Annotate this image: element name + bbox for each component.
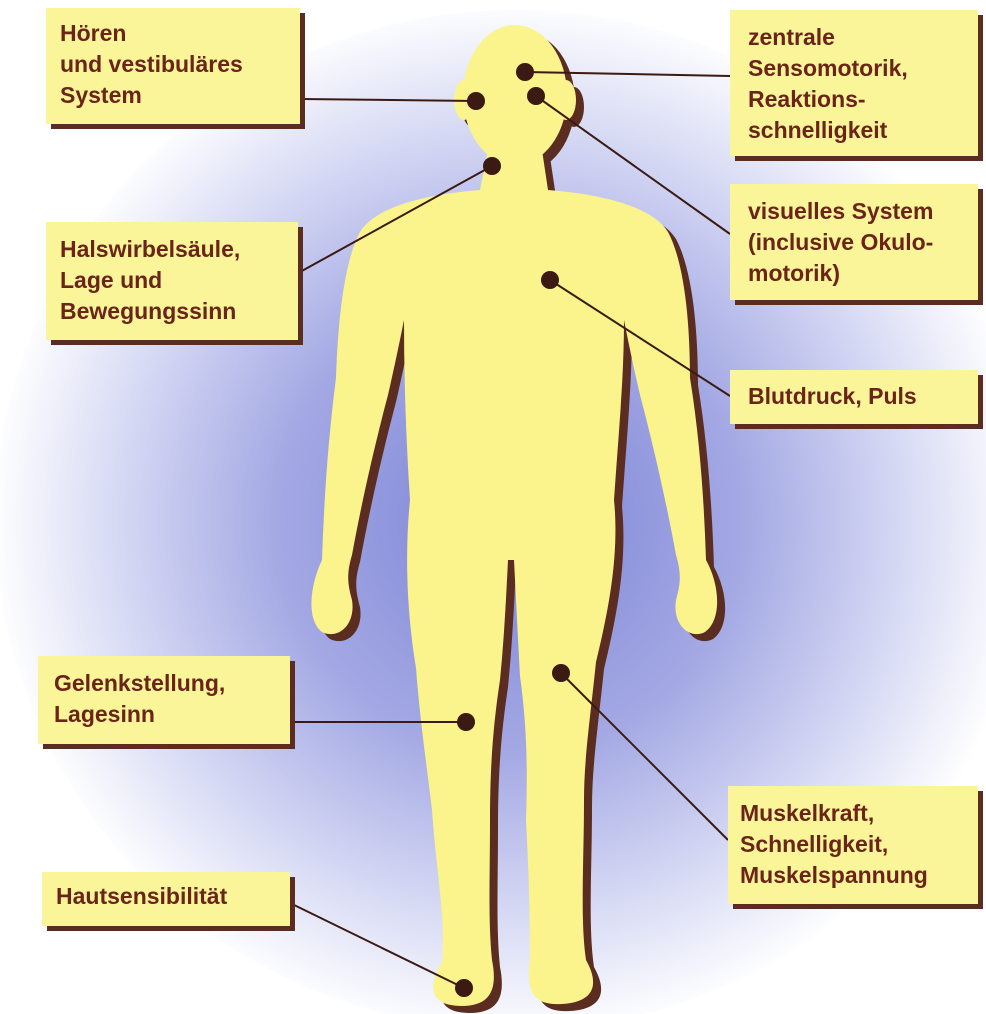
label-zentrale-line-3: Reaktions- [748, 84, 964, 115]
label-muskel: Muskelkraft, Schnelligkeit, Muskelspannu… [728, 786, 978, 904]
point-halswirbel [483, 157, 501, 175]
label-visuell-line-2: (inclusive Okulo- [748, 227, 964, 258]
label-halswirbel-line-2: Lage und [60, 265, 284, 296]
point-visuell [527, 87, 545, 105]
label-hoeren: Hören und vestibuläres System [46, 8, 300, 124]
label-hoeren-line-3: System [60, 80, 286, 111]
label-blutdruck: Blutdruck, Puls [730, 370, 978, 424]
label-zentrale-line-2: Sensomotorik, [748, 53, 964, 84]
label-haut-line-1: Hautsensibilität [56, 881, 276, 912]
label-gelenk: Gelenkstellung, Lagesinn [38, 656, 290, 744]
label-halswirbel-line-1: Halswirbelsäule, [60, 234, 284, 265]
label-visuell-line-3: motorik) [748, 258, 964, 289]
label-halswirbel-line-3: Bewegungssinn [60, 296, 284, 327]
label-muskel-line-1: Muskelkraft, [740, 798, 964, 829]
label-visuell-line-1: visuelles System [748, 196, 964, 227]
point-hoeren [467, 92, 485, 110]
label-muskel-line-2: Schnelligkeit, [740, 829, 964, 860]
label-zentrale: zentrale Sensomotorik, Reaktions- schnel… [730, 10, 978, 156]
label-visuell: visuelles System (inclusive Okulo- motor… [730, 184, 978, 300]
point-blutdruck [541, 271, 559, 289]
label-hoeren-line-2: und vestibuläres [60, 49, 286, 80]
point-haut [455, 979, 473, 997]
label-zentrale-line-1: zentrale [748, 22, 964, 53]
label-gelenk-line-1: Gelenkstellung, [54, 668, 276, 699]
label-halswirbel: Halswirbelsäule, Lage und Bewegungssinn [46, 222, 298, 340]
point-muskel [552, 664, 570, 682]
label-haut: Hautsensibilität [42, 872, 290, 926]
label-zentrale-line-4: schnelligkeit [748, 115, 964, 146]
point-gelenk [457, 713, 475, 731]
label-gelenk-line-2: Lagesinn [54, 699, 276, 730]
label-muskel-line-3: Muskelspannung [740, 860, 964, 891]
point-zentrale [516, 63, 534, 81]
label-blutdruck-line-1: Blutdruck, Puls [748, 381, 964, 412]
label-hoeren-line-1: Hören [60, 18, 286, 49]
